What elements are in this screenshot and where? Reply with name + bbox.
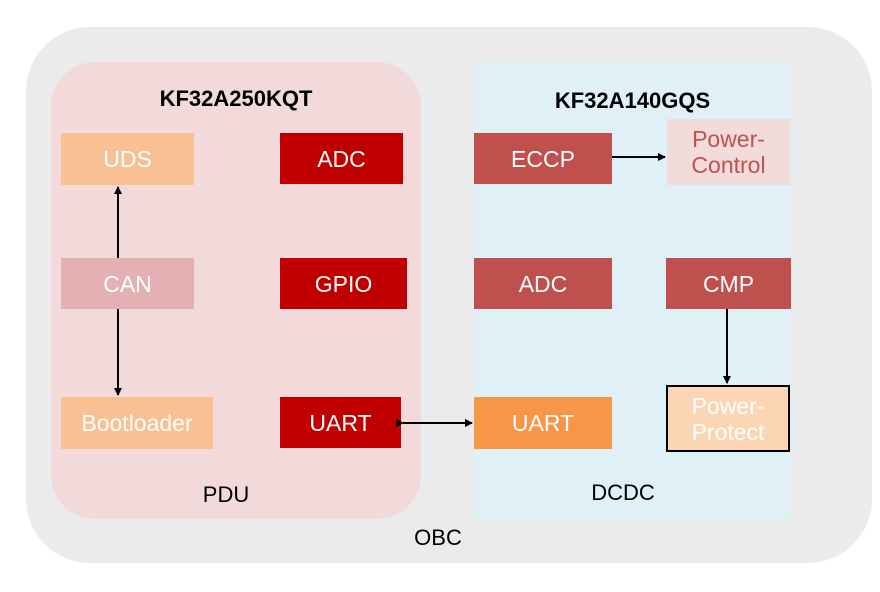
dcdc-uart-block: UART: [474, 397, 612, 449]
obc-label: OBC: [414, 525, 462, 550]
dcdc-adc-block: ADC: [474, 258, 612, 309]
dcdc-label: DCDC: [591, 480, 655, 505]
gpio-block: GPIO: [280, 258, 407, 309]
dcdc-chip-title: KF32A140GQS: [554, 88, 711, 113]
pdu-uart-block: UART: [280, 397, 401, 448]
uds-block: UDS: [61, 133, 194, 185]
eccp-block: ECCP: [474, 133, 612, 184]
cmp-block: CMP: [666, 258, 791, 309]
pdu-label: PDU: [202, 482, 250, 507]
pdu-adc-block: ADC: [280, 133, 403, 184]
power-control-block: Power- Control: [667, 119, 790, 185]
power-protect-block: Power- Protect: [666, 385, 790, 452]
pdu-chip-title: KF32A250KQT: [159, 86, 313, 111]
can-block: CAN: [61, 258, 194, 309]
bootloader-block: Bootloader: [61, 397, 213, 449]
